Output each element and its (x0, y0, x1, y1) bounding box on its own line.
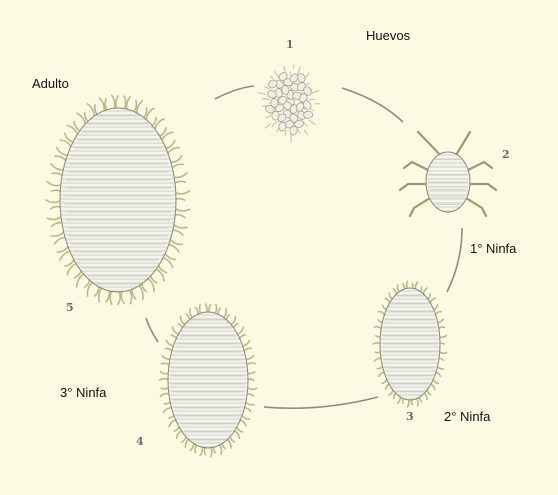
arc-adult-to-eggs (215, 86, 254, 99)
eggs-cluster-icon (258, 65, 321, 143)
third-nymph-icon (160, 304, 257, 457)
arc-nymph1-to-nymph2 (447, 228, 462, 292)
second-nymph-icon (373, 281, 447, 407)
stage-number-4: 4 (136, 435, 144, 448)
first-nymph-icon (400, 132, 496, 216)
stage-number-5: 5 (66, 301, 74, 314)
stage-number-2: 2 (502, 148, 510, 161)
label-second-nymph: 2° Ninfa (444, 409, 490, 424)
adult-mealybug-icon (46, 95, 190, 304)
third-nymph-body (168, 312, 248, 448)
arc-eggs-to-nymph1 (342, 88, 403, 122)
arc-nymph3-to-adult (146, 318, 158, 342)
stage-number-3: 3 (406, 410, 414, 423)
adult-body (60, 108, 176, 292)
arc-nymph2-to-nymph3 (264, 397, 378, 408)
label-adult: Adulto (32, 76, 69, 91)
label-third-nymph: 3° Ninfa (60, 385, 106, 400)
stage-number-1: 1 (286, 38, 294, 51)
label-first-nymph: 1° Ninfa (470, 241, 516, 256)
label-eggs: Huevos (366, 28, 410, 43)
